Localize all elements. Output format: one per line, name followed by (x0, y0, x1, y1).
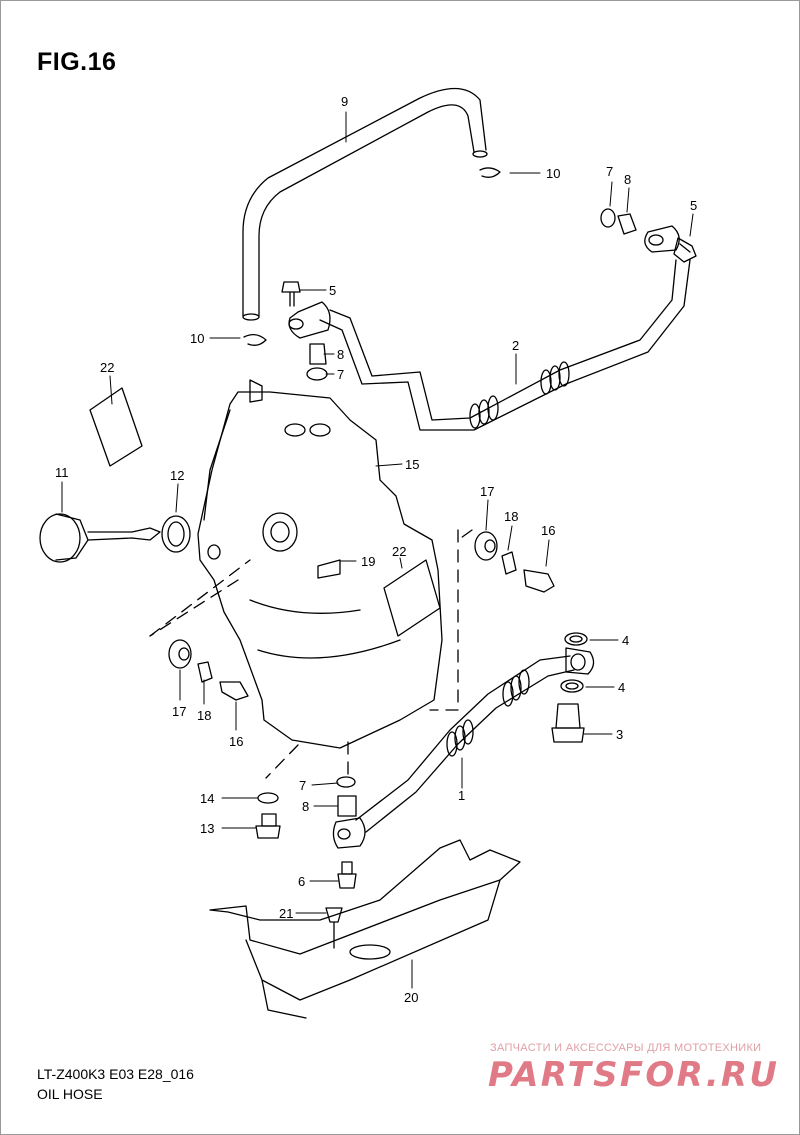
callout: 7 (337, 367, 344, 382)
callout: 6 (298, 874, 305, 889)
hose-clip-10-left (243, 333, 267, 346)
callout: 13 (200, 821, 214, 836)
union-bolt-3 (551, 703, 585, 743)
drain-bolt-13 (255, 813, 281, 839)
mount-set-left (168, 639, 249, 701)
oil-hose-2 (288, 225, 691, 431)
guard-20 (209, 839, 521, 1019)
callout: 10 (546, 166, 560, 181)
callout: 1 (458, 788, 465, 803)
watermark-tagline: ЗАПЧАСТИ И АКСЕССУАРЫ ДЛЯ МОТОТЕХНИКИ (490, 1042, 762, 1054)
sleeve-8-right (617, 213, 637, 235)
o-ring-12 (161, 515, 191, 553)
washer-7-right (600, 208, 616, 228)
callout: 18 (197, 708, 211, 723)
callout: 8 (624, 172, 631, 187)
callout: 5 (690, 198, 697, 213)
callout: 5 (329, 283, 336, 298)
callout-numbers: 9 10 7 8 5 5 10 8 7 2 22 15 11 12 17 18 … (55, 94, 697, 1005)
label-22-left (89, 387, 143, 467)
callout: 12 (170, 468, 184, 483)
callout: 21 (279, 906, 293, 921)
callout-leaders (61, 111, 694, 989)
svg-text:PARTSFOR.RU: PARTSFOR.RU (488, 1055, 778, 1094)
label-22-right (383, 559, 441, 637)
washer-7-lower (336, 776, 356, 788)
callout: 19 (361, 554, 375, 569)
callout: 3 (616, 727, 623, 742)
callout: 20 (404, 990, 418, 1005)
sleeve-8-left (309, 343, 327, 365)
washer-4-lower (560, 679, 584, 693)
callout: 8 (302, 799, 309, 814)
callout: 22 (392, 544, 406, 559)
callout: 10 (190, 331, 204, 346)
washer-4-upper (564, 632, 588, 646)
watermark-logo: PARTSFOR.RU (488, 1055, 778, 1094)
callout: 18 (504, 509, 518, 524)
figure-title: FIG.16 (37, 48, 117, 76)
banjo-bolt-5-right (673, 237, 697, 263)
callout: 17 (480, 484, 494, 499)
callout: 2 (512, 338, 519, 353)
callout: 4 (622, 633, 629, 648)
callout: 15 (405, 457, 419, 472)
callout: 4 (618, 680, 625, 695)
section-name: OIL HOSE (37, 1086, 103, 1102)
callout: 8 (337, 347, 344, 362)
washer-7-left (306, 367, 328, 381)
callout: 9 (341, 94, 348, 109)
banjo-bolt-6 (337, 861, 357, 889)
mount-set-right (474, 531, 555, 593)
callout: 17 (172, 704, 186, 719)
leader-lines (149, 529, 473, 779)
callout: 16 (229, 734, 243, 749)
breather-hose (242, 87, 488, 321)
model-code: LT-Z400K3 E03 E28_016 (37, 1066, 194, 1082)
callout: 11 (55, 465, 69, 480)
callout: 22 (100, 360, 114, 375)
banjo-bolt-5-left (281, 281, 301, 307)
callout: 7 (606, 164, 613, 179)
callout: 16 (541, 523, 555, 538)
oil-tank (197, 379, 443, 749)
callout: 14 (200, 791, 214, 806)
hose-clip-10-top (479, 167, 501, 178)
oil-hose-1 (332, 647, 595, 849)
filler-cap-11 (39, 513, 161, 563)
callout: 7 (299, 778, 306, 793)
washer-14 (257, 792, 279, 804)
sleeve-8-lower (337, 795, 357, 817)
